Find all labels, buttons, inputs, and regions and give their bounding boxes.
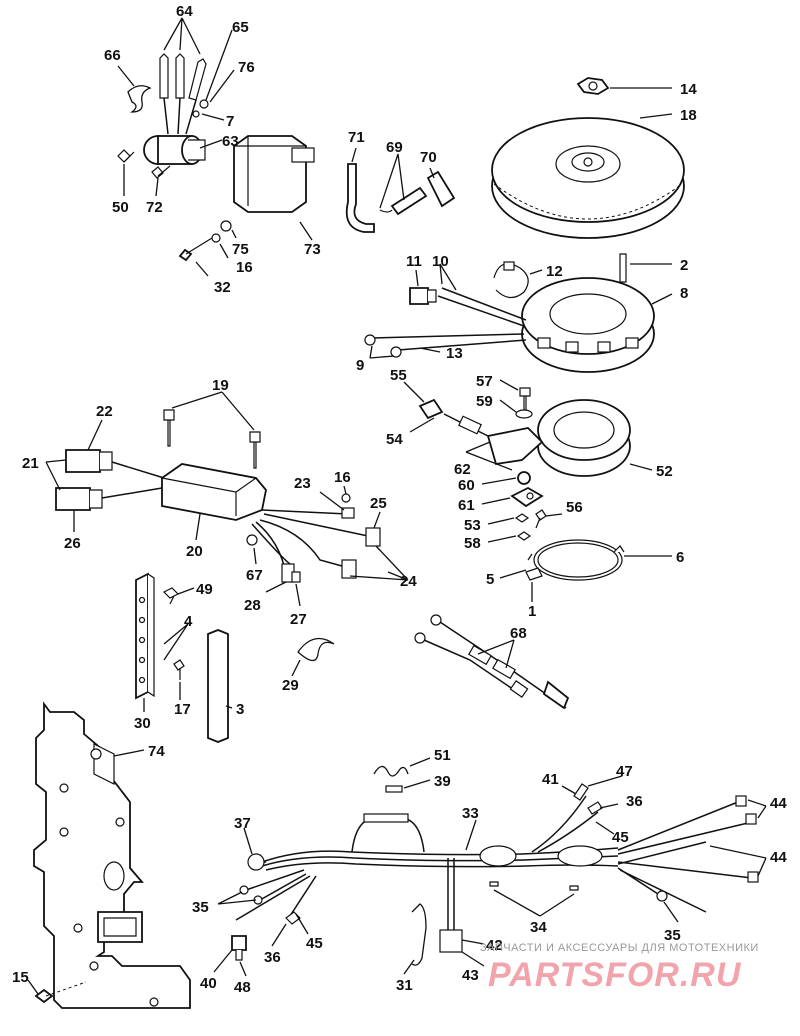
callout-49: 49 xyxy=(196,581,213,598)
mounting-plate xyxy=(27,701,191,1009)
callout-37: 37 xyxy=(234,815,251,832)
callout-75: 75 xyxy=(232,241,249,258)
callout-26: 26 xyxy=(64,535,81,552)
callout-16b: 16 xyxy=(334,469,351,486)
callout-23: 23 xyxy=(294,475,311,492)
callout-44b: 44 xyxy=(770,849,787,866)
callout-70: 70 xyxy=(420,149,437,166)
callout-63: 63 xyxy=(222,133,239,150)
callout-36a: 36 xyxy=(626,793,643,810)
callout-62: 62 xyxy=(454,461,471,478)
callout-44a: 44 xyxy=(770,795,787,812)
callout-59: 59 xyxy=(476,393,493,410)
callout-25: 25 xyxy=(370,495,387,512)
callout-30: 30 xyxy=(134,715,151,732)
lead-set xyxy=(414,614,570,710)
callout-35b: 35 xyxy=(664,927,681,944)
callout-34: 34 xyxy=(530,919,547,936)
stator-leads xyxy=(364,263,527,359)
callout-57: 57 xyxy=(476,373,493,390)
callout-76: 76 xyxy=(238,59,255,76)
callout-31: 31 xyxy=(396,977,413,994)
callout-24: 24 xyxy=(400,573,417,590)
callout-8: 8 xyxy=(680,285,688,302)
callout-3: 3 xyxy=(236,701,244,718)
terminal-block-assembly xyxy=(135,572,335,743)
callout-67: 67 xyxy=(246,567,263,584)
callout-20: 20 xyxy=(186,543,203,560)
callout-41: 41 xyxy=(542,771,559,788)
callout-61: 61 xyxy=(458,497,475,514)
callout-54: 54 xyxy=(386,431,403,448)
callout-53: 53 xyxy=(464,517,481,534)
callout-68: 68 xyxy=(510,625,527,642)
callout-47: 47 xyxy=(616,763,633,780)
callout-48: 48 xyxy=(234,979,251,996)
flywheel-assembly xyxy=(491,77,685,373)
callout-27: 27 xyxy=(290,611,307,628)
callout-16a: 16 xyxy=(236,259,253,276)
watermark-logo-text: PARTSFOR.RU xyxy=(488,956,742,994)
callout-29: 29 xyxy=(282,677,299,694)
callout-12: 12 xyxy=(546,263,563,280)
power-pack-assembly xyxy=(45,391,409,607)
callout-10: 10 xyxy=(432,253,449,270)
callout-7: 7 xyxy=(226,113,234,130)
callout-39: 39 xyxy=(434,773,451,790)
callout-52: 52 xyxy=(656,463,673,480)
callout-2: 2 xyxy=(680,257,688,274)
callout-1: 1 xyxy=(528,603,536,620)
callout-35a: 35 xyxy=(192,899,209,916)
callout-33: 33 xyxy=(462,805,479,822)
callout-58: 58 xyxy=(464,535,481,552)
callout-5: 5 xyxy=(486,571,494,588)
callout-60: 60 xyxy=(458,477,475,494)
callout-11: 11 xyxy=(406,253,422,270)
callout-17: 17 xyxy=(174,701,191,718)
callout-50: 50 xyxy=(112,199,129,216)
callout-45a: 45 xyxy=(612,829,629,846)
watermark-caption: ЗАПЧАСТИ И АКСЕССУАРЫ ДЛЯ МОТОТЕХНИКИ xyxy=(480,942,759,954)
spark-plug-leads xyxy=(345,147,456,233)
callout-56: 56 xyxy=(566,499,583,516)
timer-base-assembly xyxy=(403,379,672,602)
watermark-logo: PARTSFOR.RU xyxy=(488,956,742,994)
callout-22: 22 xyxy=(96,403,113,420)
callout-32: 32 xyxy=(214,279,231,296)
wiring-harness xyxy=(213,757,767,977)
callout-71: 71 xyxy=(348,129,365,146)
callout-69: 69 xyxy=(386,139,403,156)
callout-15: 15 xyxy=(12,969,29,986)
callout-72: 72 xyxy=(146,199,163,216)
callout-36b: 36 xyxy=(264,949,281,966)
callout-66: 66 xyxy=(104,47,121,64)
relay-assembly xyxy=(117,17,235,197)
callout-74: 74 xyxy=(148,743,165,760)
callout-14: 14 xyxy=(680,81,697,98)
callout-9: 9 xyxy=(356,357,364,374)
callout-64: 64 xyxy=(176,3,193,20)
callout-51: 51 xyxy=(434,747,451,764)
callout-4: 4 xyxy=(184,613,193,630)
callouts: 64 65 66 76 7 63 50 72 71 69 70 75 16 73… xyxy=(12,3,787,996)
ignition-coil xyxy=(178,135,315,277)
callout-42: 42 xyxy=(486,937,503,954)
callout-45b: 45 xyxy=(306,935,323,952)
callout-18: 18 xyxy=(680,107,697,124)
callout-19: 19 xyxy=(212,377,229,394)
callout-13: 13 xyxy=(446,345,463,362)
callout-21: 21 xyxy=(22,455,39,472)
callout-73: 73 xyxy=(304,241,321,258)
callout-65: 65 xyxy=(232,19,249,36)
callout-28: 28 xyxy=(244,597,261,614)
callout-6: 6 xyxy=(676,549,684,566)
callout-40: 40 xyxy=(200,975,217,992)
callout-43: 43 xyxy=(462,967,479,984)
callout-55: 55 xyxy=(390,367,407,384)
